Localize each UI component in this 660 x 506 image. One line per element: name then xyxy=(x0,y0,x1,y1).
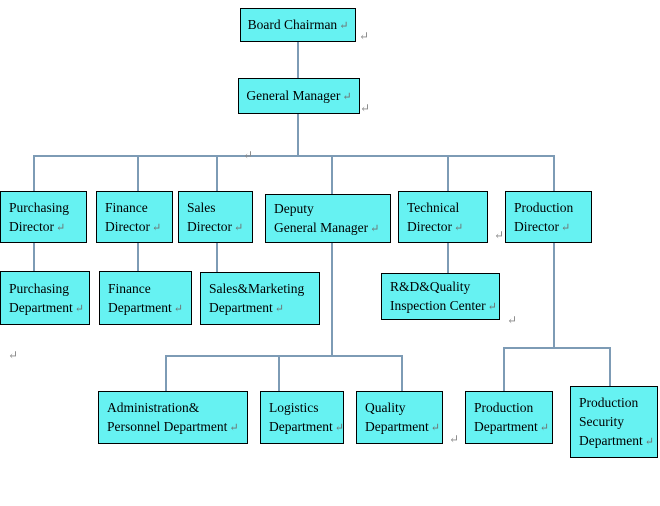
node-board-chairman[interactable]: Board Chairman↵ xyxy=(240,8,356,42)
connector-chairman-to-gm xyxy=(297,42,299,78)
pilcrow-icon: ↵ xyxy=(55,221,66,234)
pilcrow-after-quality-department-icon: ↵ xyxy=(449,432,460,446)
connector-bus-to-administration xyxy=(165,355,167,391)
pilcrow-icon: ↵ xyxy=(560,221,571,234)
node-label-line: Deputy xyxy=(274,201,314,216)
pilcrow-icon: ↵ xyxy=(342,91,352,103)
node-label-line: Administration& xyxy=(107,400,200,415)
pilcrow-icon: ↵ xyxy=(339,20,349,32)
node-administration-personnel-department[interactable]: Administration&Personnel Department↵ xyxy=(98,391,248,444)
node-label-line: Department↵ xyxy=(209,300,284,315)
connector-bus-to-finance-director xyxy=(137,155,139,191)
connector-director-bus xyxy=(33,155,555,157)
node-label-line: General Manager↵ xyxy=(246,88,352,103)
node-label-line: General Manager↵ xyxy=(274,220,380,235)
connector-bus-to-deputy-gm xyxy=(331,155,333,194)
connector-bus-to-quality xyxy=(401,355,403,391)
node-label-line: Finance xyxy=(105,199,148,215)
node-label-line: Purchasing xyxy=(9,280,69,296)
node-label-line: Department↵ xyxy=(365,419,440,434)
pilcrow-icon: ↵ xyxy=(539,422,549,434)
pilcrow-left-margin-icon: ↵ xyxy=(8,348,19,362)
node-label-line: Department↵ xyxy=(9,299,84,315)
pilcrow-after-chairman-icon: ↵ xyxy=(359,29,370,43)
pilcrow-left-of-production-director-icon: ↵ xyxy=(494,228,505,242)
pilcrow-icon: ↵ xyxy=(334,422,344,434)
node-label-line: R&D&Quality xyxy=(390,279,471,294)
node-label-line: Logistics xyxy=(269,400,319,415)
connector-bus-to-production-security xyxy=(609,347,611,386)
connector-bus-to-sales-director xyxy=(216,155,218,191)
node-label-line: Production xyxy=(579,395,639,410)
node-general-manager[interactable]: General Manager↵ xyxy=(238,78,360,114)
pilcrow-icon: ↵ xyxy=(487,301,497,313)
connector-bus-to-production-department xyxy=(503,347,505,391)
node-label-line: Department↵ xyxy=(474,419,549,434)
pilcrow-icon: ↵ xyxy=(173,302,183,315)
node-label-line: Director↵ xyxy=(514,218,571,234)
connector-finance-director-to-department xyxy=(137,243,139,271)
connector-bus-to-technical-director xyxy=(447,155,449,191)
node-label-line: Personnel Department↵ xyxy=(107,419,239,434)
pilcrow-icon: ↵ xyxy=(151,221,162,234)
pilcrow-after-general-manager-icon: ↵ xyxy=(360,101,371,115)
connector-technical-director-to-rd-center xyxy=(447,243,449,273)
connector-bus-to-purchasing-director xyxy=(33,155,35,191)
node-label-line: Sales xyxy=(187,199,216,215)
connector-deputy-gm-bus xyxy=(165,355,403,357)
pilcrow-above-bus-icon: ↵ xyxy=(243,148,254,162)
node-label-line: Production xyxy=(514,199,574,215)
connector-bus-to-production-director xyxy=(553,155,555,191)
connector-gm-drop-to-bus xyxy=(297,114,299,156)
connector-production-director-drop xyxy=(553,243,555,348)
node-label-line: Board Chairman↵ xyxy=(247,17,349,32)
node-label-line: Department↵ xyxy=(269,419,344,434)
node-label-line: Director↵ xyxy=(105,218,162,234)
pilcrow-icon: ↵ xyxy=(233,221,244,234)
pilcrow-icon: ↵ xyxy=(430,422,440,434)
connector-purchasing-director-to-department xyxy=(33,243,35,271)
pilcrow-icon: ↵ xyxy=(644,436,654,448)
connector-bus-to-logistics xyxy=(278,355,280,391)
node-label-line: Director↵ xyxy=(407,218,464,234)
node-label-line: Purchasing xyxy=(9,199,69,215)
pilcrow-icon: ↵ xyxy=(74,302,84,315)
node-label-line: Director↵ xyxy=(187,218,244,234)
pilcrow-icon: ↵ xyxy=(274,303,284,315)
node-label-line: Department↵ xyxy=(579,433,654,448)
pilcrow-icon: ↵ xyxy=(453,221,464,234)
node-label-line: Director↵ xyxy=(9,218,66,234)
node-label-line: Inspection Center↵ xyxy=(390,298,497,313)
node-label-line: Technical xyxy=(407,199,460,215)
connector-production-bus xyxy=(503,347,611,349)
node-label-line: Sales&Marketing xyxy=(209,281,305,296)
node-label-line: Department↵ xyxy=(108,299,183,315)
pilcrow-icon: ↵ xyxy=(229,422,239,434)
pilcrow-after-rd-center-icon: ↵ xyxy=(507,313,518,327)
pilcrow-icon: ↵ xyxy=(370,223,380,235)
node-label-line: Production xyxy=(474,400,534,415)
connector-deputy-gm-drop xyxy=(331,243,333,355)
node-label-line: Security xyxy=(579,414,624,429)
connector-sales-director-to-department xyxy=(216,243,218,272)
node-label-line: Quality xyxy=(365,400,406,415)
node-label-line: Finance xyxy=(108,280,151,296)
